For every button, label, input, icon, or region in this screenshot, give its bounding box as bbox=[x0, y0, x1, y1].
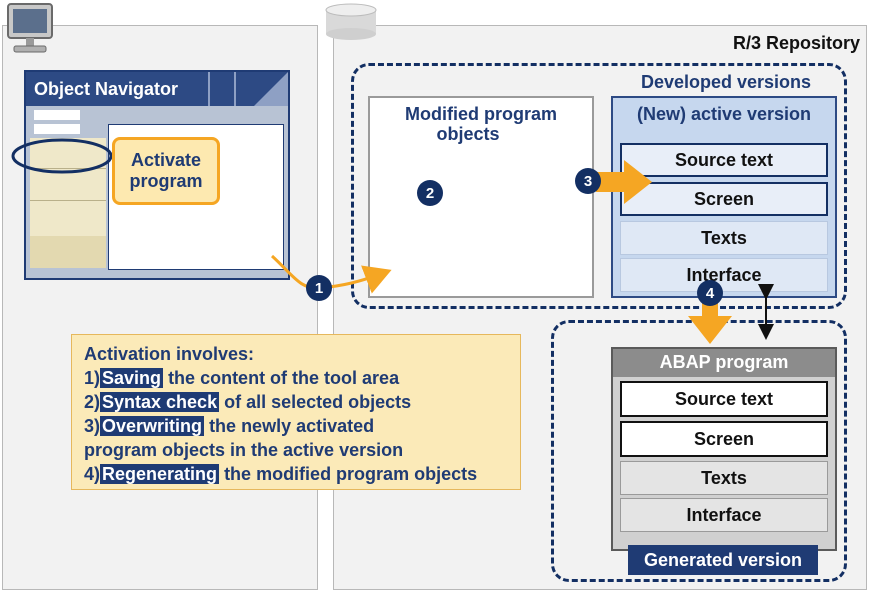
tree-divider bbox=[30, 168, 106, 169]
window-title: Object Navigator bbox=[34, 79, 179, 99]
info-heading: Activation involves: bbox=[84, 344, 255, 364]
tree-divider bbox=[30, 200, 106, 201]
tree-panel-footer bbox=[30, 236, 106, 268]
window-titlebar-separator bbox=[234, 72, 236, 106]
abap-interface[interactable]: Interface bbox=[620, 498, 828, 532]
callout-line: Activate bbox=[130, 150, 202, 170]
step-badge-1: 1 bbox=[306, 275, 332, 301]
info-line-1: 1)Saving the content of the tool area bbox=[84, 368, 400, 388]
active-screen[interactable]: Screen bbox=[620, 182, 828, 216]
modified-objects-box bbox=[368, 96, 594, 298]
repository-title: R/3 Repository bbox=[732, 33, 860, 53]
info-line-5: 4)Regenerating the modified program obje… bbox=[84, 464, 478, 484]
step-badge-3: 3 bbox=[575, 168, 601, 194]
developed-versions-group bbox=[351, 63, 847, 309]
window-corner-decoration bbox=[254, 72, 288, 106]
active-version-title: (New) active version bbox=[636, 104, 812, 124]
active-texts[interactable]: Texts bbox=[620, 221, 828, 255]
monitor-icon bbox=[7, 3, 53, 53]
info-line-2: 2)Syntax check of all selected objects bbox=[84, 392, 412, 412]
window-titlebar-separator bbox=[208, 72, 210, 106]
modified-objects-line: objects bbox=[436, 124, 500, 144]
info-line-3: 3)Overwriting the newly activated bbox=[84, 416, 375, 436]
callout-line: program bbox=[129, 171, 203, 191]
info-line-4: program objects in the active version bbox=[84, 440, 404, 460]
selection-ellipse bbox=[11, 138, 113, 174]
abap-program-title: ABAP program bbox=[659, 352, 789, 372]
abap-source-text[interactable]: Source text bbox=[620, 381, 828, 417]
generated-version-label: Generated version bbox=[628, 545, 818, 575]
window-titlebar: Object Navigator bbox=[26, 72, 288, 106]
activation-info-box: Activation involves: 1)Saving the conten… bbox=[71, 334, 521, 490]
active-interface[interactable]: Interface bbox=[620, 258, 828, 292]
tree-item[interactable] bbox=[34, 110, 80, 120]
developed-versions-label: Developed versions bbox=[640, 72, 812, 92]
database-icon bbox=[325, 3, 377, 40]
step4-arrow bbox=[688, 290, 732, 344]
abap-program-header bbox=[613, 349, 835, 377]
step3-arrow bbox=[596, 160, 652, 204]
abap-texts[interactable]: Texts bbox=[620, 461, 828, 495]
modified-objects-title: Modified program objects bbox=[368, 104, 594, 144]
step-badge-4: 4 bbox=[697, 280, 723, 306]
tree-item[interactable] bbox=[34, 124, 80, 134]
step-badge-2: 2 bbox=[417, 180, 443, 206]
activate-program-callout[interactable]: Activate program bbox=[112, 137, 220, 205]
active-source-text[interactable]: Source text bbox=[620, 143, 828, 177]
modified-objects-line: Modified program bbox=[405, 104, 557, 124]
abap-screen[interactable]: Screen bbox=[620, 421, 828, 457]
